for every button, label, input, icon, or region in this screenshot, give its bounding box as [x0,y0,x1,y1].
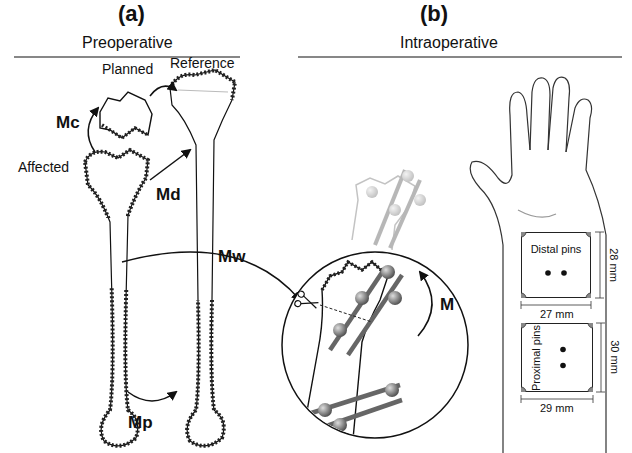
figure-label: (b) [420,2,448,26]
box-label: Proximal pins [530,325,542,391]
pin-region-box: Proximal pins [521,323,593,392]
figure-label: 28 mm [608,248,620,282]
figure-label: Reference [170,56,235,71]
figure-label: Mc [56,114,80,133]
box-label: Distal pins [531,243,582,255]
pin-region-box: Distal pins [521,232,591,298]
figure-label: (a) [118,2,145,26]
pin-markers [521,232,591,298]
figure-label: Preoperative [82,34,173,52]
figure-label: 30 mm [609,340,621,374]
figure-label: M [440,296,454,315]
figure-label: Mp [128,414,153,433]
figure-label: 29 mm [540,402,574,414]
figure-label: Planned [102,62,153,77]
figure-label: Affected [18,160,69,175]
figure-label: Mw [218,248,245,267]
figure-label: Intraoperative [400,34,498,52]
figure-label: Md [156,186,181,205]
figure-label: 27 mm [540,308,574,320]
